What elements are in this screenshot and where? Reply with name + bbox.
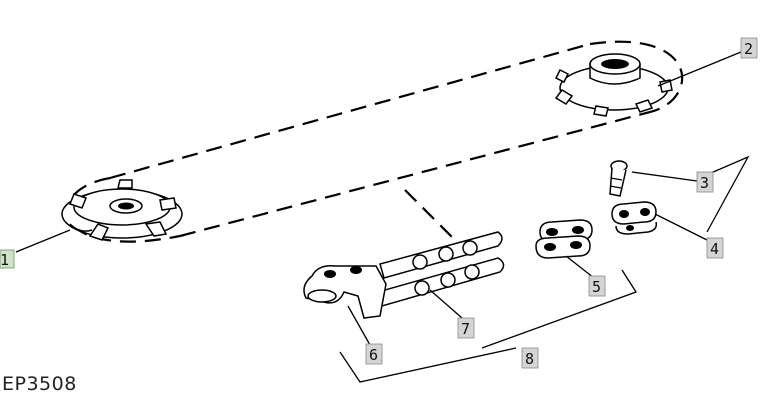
callout-label: 6 [369, 346, 378, 364]
chain-loop-outline [65, 40, 684, 243]
callout-label: 1 [0, 251, 9, 269]
driven-sprocket-right [554, 53, 673, 117]
callout-8: 8 [521, 347, 539, 369]
chain-pin [609, 160, 628, 197]
connector-plate [611, 201, 658, 235]
callout-2: 2 [740, 37, 758, 59]
callout-label: 5 [592, 278, 601, 296]
chain-assembly [303, 231, 505, 319]
callout-label: 4 [710, 240, 719, 258]
callout-3: 3 [696, 171, 714, 193]
chain-link [535, 219, 593, 259]
callout-5: 5 [588, 275, 606, 297]
callout-6: 6 [365, 343, 383, 365]
drive-sprocket-left [61, 179, 183, 241]
callout-7: 7 [457, 317, 475, 339]
callout-label: 8 [525, 350, 534, 368]
callout-label: 3 [700, 174, 709, 192]
leader-lines [15, 51, 750, 383]
figure-code: EP3508 [2, 373, 77, 395]
callout-4: 4 [706, 237, 724, 259]
callout-label: 7 [461, 320, 470, 338]
callout-1: 1 [0, 249, 15, 269]
callout-label: 2 [744, 40, 753, 58]
